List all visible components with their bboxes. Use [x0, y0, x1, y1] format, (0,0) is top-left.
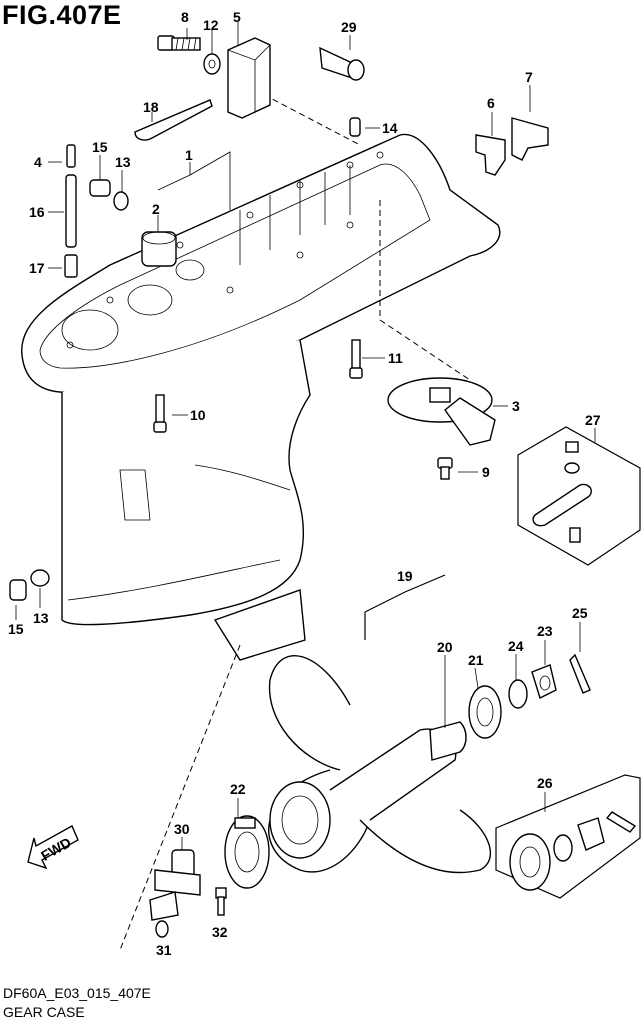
part-4-screw	[66, 144, 76, 168]
prop-centerline	[119, 644, 241, 951]
callout-23: 23	[537, 623, 553, 639]
part-32-bolt	[215, 887, 227, 916]
callout-labels: 8 12 5 29 18 7 6 14 4 15 13 1 2 16 17 11…	[8, 9, 601, 958]
callout-1: 1	[185, 147, 193, 163]
callout-32: 32	[212, 924, 228, 940]
part-16-rod	[65, 174, 77, 248]
part-14-pin	[349, 117, 361, 137]
callout-5: 5	[233, 9, 241, 25]
callout-11: 11	[388, 350, 403, 366]
callout-15-lower: 15	[8, 621, 24, 637]
callout-10: 10	[190, 407, 206, 423]
part-17-fitting	[64, 254, 78, 278]
part-18-clamp	[134, 99, 213, 141]
callout-leaders	[15, 22, 596, 850]
part-8-bolt	[157, 35, 201, 51]
part-31-plug	[155, 920, 169, 938]
part-6-bracket	[475, 134, 506, 176]
callout-7: 7	[525, 69, 533, 85]
callout-29: 29	[341, 19, 357, 35]
part-26-group	[495, 774, 641, 899]
part-12-washer	[203, 53, 221, 75]
callout-2: 2	[152, 201, 160, 217]
part-13-gasket-upper	[113, 191, 129, 211]
callout-25: 25	[572, 605, 588, 621]
callout-30: 30	[174, 821, 190, 837]
part-7-bracket	[511, 117, 549, 161]
callout-14: 14	[382, 120, 398, 136]
callout-16: 16	[29, 204, 45, 220]
callout-8: 8	[181, 9, 189, 25]
callout-21: 21	[468, 652, 484, 668]
callout-17: 17	[29, 260, 45, 276]
figure-code: DF60A_E03_015_407E	[3, 985, 151, 1001]
part-25-pin	[569, 653, 591, 694]
figure-title: FIG.407E	[2, 0, 122, 30]
part-22-ring	[224, 815, 270, 889]
callout-3: 3	[512, 398, 520, 414]
callout-13-lower: 13	[33, 610, 49, 626]
part-29-plug	[319, 46, 365, 81]
part-19-propeller	[268, 655, 491, 874]
callout-13-upper: 13	[115, 154, 131, 170]
callout-15-upper: 15	[92, 139, 108, 155]
callout-20: 20	[437, 639, 453, 655]
callout-9: 9	[482, 464, 490, 480]
part-9-bolt	[437, 457, 453, 480]
figure-name: GEAR CASE	[3, 1004, 85, 1020]
callout-12: 12	[203, 17, 219, 33]
part-19-leader	[364, 574, 446, 640]
callout-22: 22	[230, 781, 246, 797]
callout-24: 24	[508, 638, 524, 654]
part-11-bolt	[349, 339, 363, 379]
part-3-trim-tab	[387, 377, 496, 446]
callout-4: 4	[34, 154, 42, 170]
callout-27: 27	[585, 412, 601, 428]
fwd-arrow-icon: FWD	[27, 825, 79, 870]
part-27-group	[517, 426, 641, 566]
part-13-gasket-lower	[30, 569, 50, 587]
part-21-washer	[468, 685, 502, 739]
part-15-plug-lower	[9, 579, 27, 601]
gear-case-housing	[21, 133, 501, 661]
callout-31: 31	[156, 942, 172, 958]
part-23-nut	[531, 664, 557, 699]
part-10-bolt	[153, 394, 167, 433]
part-24-washer	[508, 679, 528, 709]
shaft-centerline	[254, 89, 471, 381]
callout-6: 6	[487, 95, 495, 111]
callout-26: 26	[537, 775, 553, 791]
callout-19: 19	[397, 568, 413, 584]
part-15-plug-upper	[89, 179, 111, 197]
part-20-shaft	[429, 721, 467, 761]
part-30-fitting	[149, 849, 201, 921]
callout-18: 18	[143, 99, 159, 115]
part-5-seal	[227, 37, 271, 119]
